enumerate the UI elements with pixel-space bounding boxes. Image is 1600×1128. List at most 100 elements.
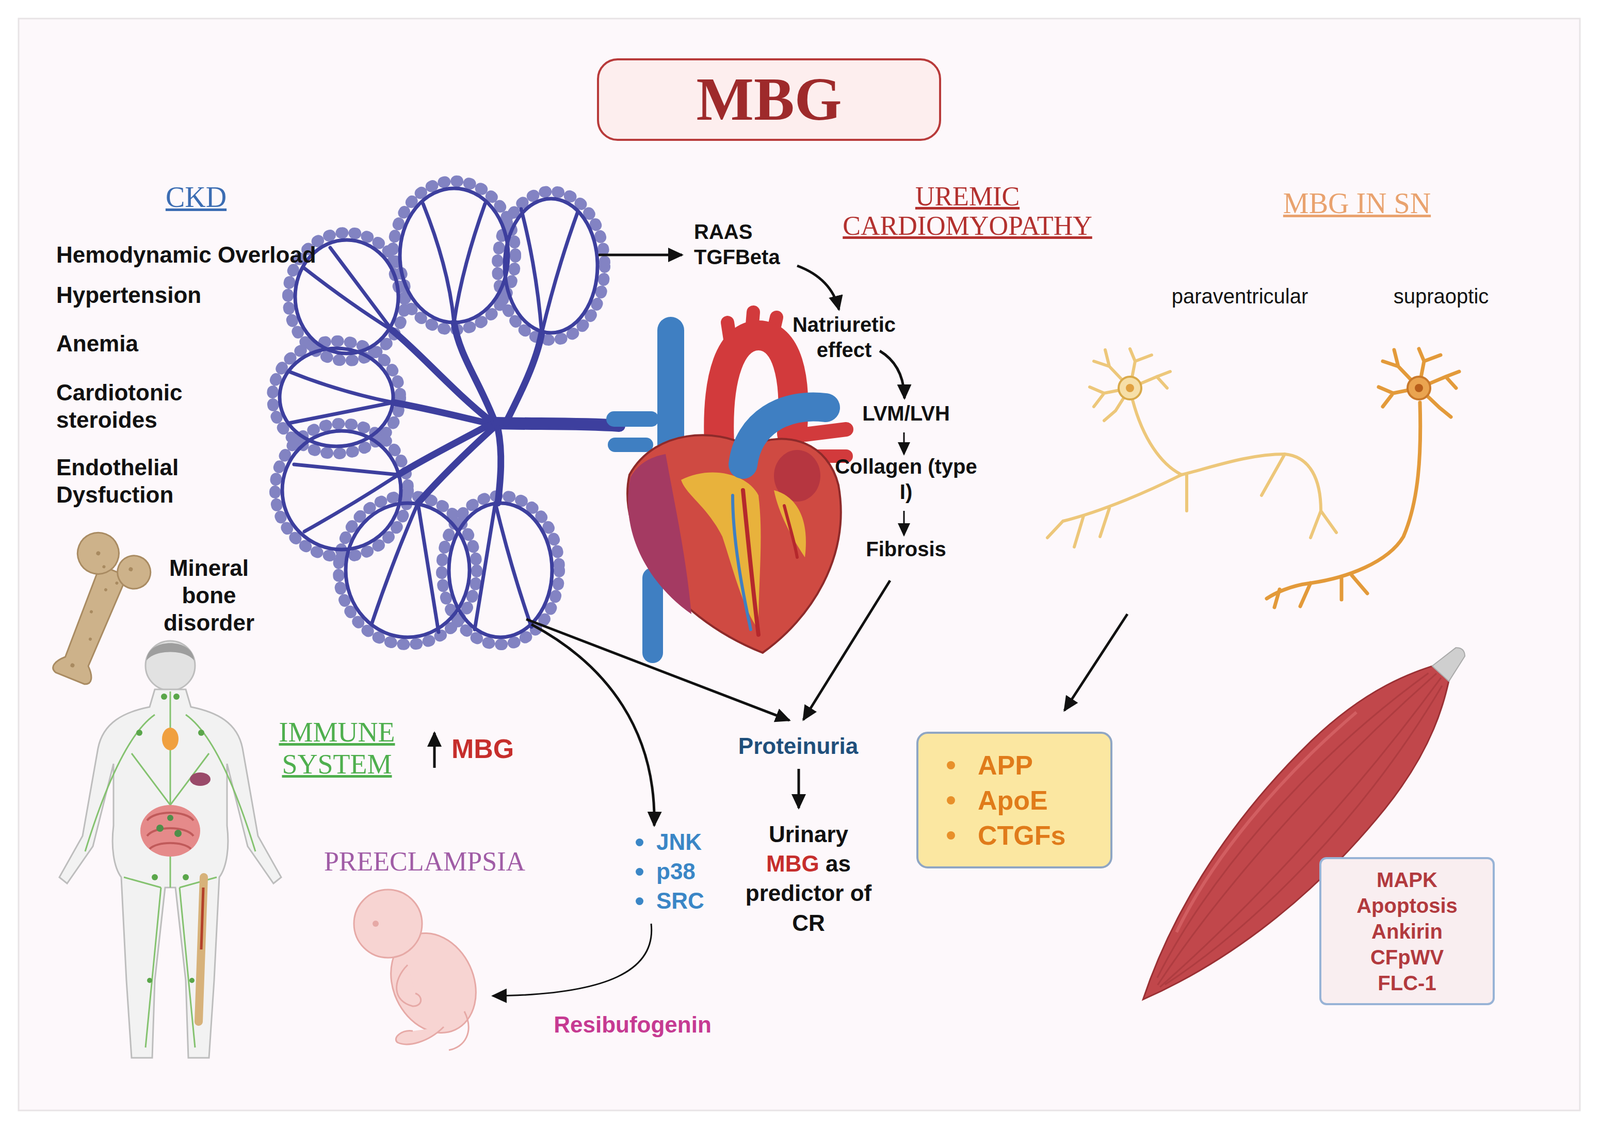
heart-illustration-part [784,505,798,558]
human-figure-part [156,814,182,837]
box-item: CFpWV [1321,944,1493,971]
bone-illustration-part-part [95,550,101,556]
vascular-tree-part-part [454,203,486,323]
bone-illustration-part-part [88,637,93,642]
neuron-supraoptic-part [1274,575,1368,608]
condition-item: Endothelial Dysfuction [56,454,222,509]
bullet-dot [635,897,644,905]
pathway-step: Collagen (type I) [828,454,984,505]
heart-illustration-part [732,495,751,630]
human-figure-part-part [179,887,196,1048]
bone-illustration-part-part [102,564,107,569]
human-figure-part [136,693,205,983]
heart-illustration-part [742,406,826,465]
bone-illustration-part-part [69,662,75,668]
human-figure-part-part [151,874,158,881]
human-figure-part-part [136,729,143,736]
vascular-tree-part-part [448,503,553,638]
neuron-paraventricular-part [1047,454,1337,547]
section-heading: UREMIC CARDIOMYOPATHY [822,181,1112,241]
human-figure-part-part [156,824,164,832]
flow-arrows-part [903,432,905,455]
mechanism-box: MAPKApoptosisAnkirinCFpWVFLC-1 [1319,857,1495,1006]
condition-item: Anemia [56,330,366,358]
flow-arrows-part [797,265,839,310]
bone-illustration-part-part [127,566,134,572]
pathway-step: RAAS TGFBeta [693,219,808,270]
condition-item: Mineral bone disorder [147,554,271,637]
vascular-tree-part-part [282,430,401,550]
vascular-tree-part-part [294,464,399,475]
flow-arrows-part [492,923,652,996]
human-figure-part-part [167,814,174,821]
box-item: FLC-1 [1321,970,1493,996]
flow-arrows-part [879,350,905,399]
kinase-item: JNK [656,828,760,856]
pathway-step: Natriuretic effect [766,312,922,363]
note-line: MBGas predictor of CR [738,848,879,938]
flow-arrows-part [433,732,436,768]
bullet-dot [946,831,956,840]
vascular-tree-part-part [495,503,532,627]
human-figure-part [140,804,201,857]
flow-arrows-part [1064,613,1128,711]
nucleus-name: paraventricular [1136,283,1344,309]
flow-arrows-part [526,619,790,721]
human-figure-part [59,689,282,1058]
human-figure-part [198,877,204,1022]
vascular-tree-part-part [398,425,488,475]
vascular-tree-part-part [417,428,493,504]
fetus-illustration-part [395,1026,444,1045]
nucleus-name: supraoptic [1337,283,1545,309]
marker-text: MBG [451,732,555,765]
page-frame [18,18,1580,1111]
neuron-paraventricular-part [1132,399,1321,511]
heart-illustration-part [613,411,652,427]
bullet-dot [635,867,644,876]
bullet-dot [635,838,644,847]
heart-illustration-part [804,429,847,435]
flow-arrows-part [531,624,655,826]
kinase-item: SRC [656,887,760,915]
neuron-paraventricular [1047,348,1337,547]
section-heading: IMMUNE SYSTEM [259,716,415,781]
box-item: CTGFs [977,817,1111,853]
condition-item: Hypertension [56,281,366,310]
flow-arrows-part [797,768,801,808]
bone-illustration-part-part [89,609,94,614]
fetus-illustration-part [353,889,423,958]
fetus-illustration-part [448,1011,469,1050]
neuron-paraventricular-part [1118,376,1142,400]
human-figure-part [145,640,196,691]
compound-name: Resibufogenin [529,1011,736,1039]
note-text: Urinary [738,819,879,849]
condition-item: Hemodynamic Overload [56,241,366,269]
pathway-step: Fibrosis [828,536,984,562]
human-figure-part [147,812,194,849]
human-figure-part-part [147,977,153,983]
human-figure-part-part [145,887,161,1048]
human-figure-part [189,772,211,786]
neuron-paraventricular-part [1125,383,1135,393]
human-figure-part [85,691,256,1048]
vascular-tree-part [279,188,598,638]
pathway-step: Proteinuria [695,732,902,761]
vascular-tree-part-part [474,503,496,630]
human-figure-part-part [173,693,180,700]
heart-illustration-part [615,437,646,452]
finding-box: APPApoECTGFs [916,731,1113,869]
vascular-tree-part-part [304,268,393,331]
vascular-tree-part-part [417,503,439,633]
flow-arrows-part [903,510,905,536]
human-figure-part-part [182,874,189,881]
title-box: MBG [596,58,942,141]
title-text: MBG [696,69,843,131]
vascular-tree-part [392,322,542,504]
fetus-illustration-part [396,964,422,1007]
heart-illustration [613,312,847,653]
condition-item: Cardiotonic steroides [56,379,222,434]
flow-arrows-part [803,580,891,720]
section-heading: MBG IN SN [1227,186,1486,220]
neuron-paraventricular-part [1089,348,1171,421]
